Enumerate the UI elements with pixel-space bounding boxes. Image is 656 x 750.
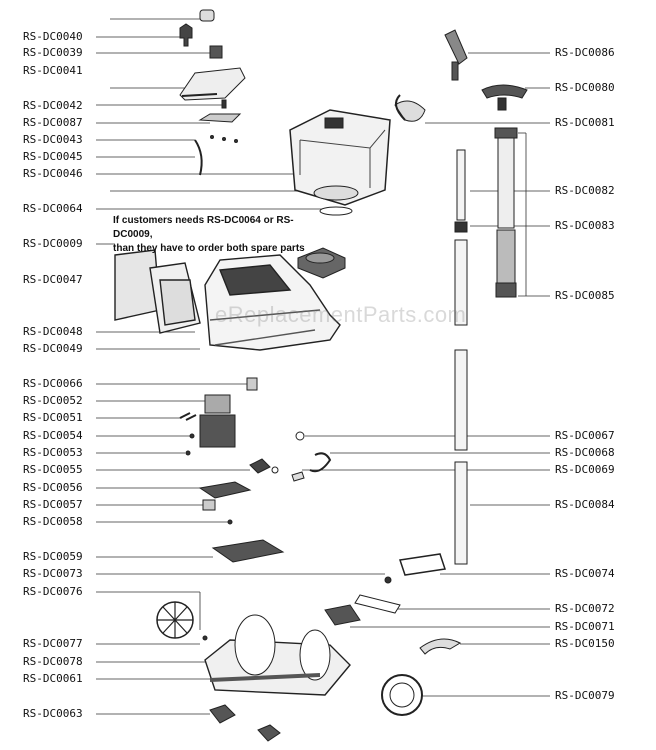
- part-label-rs-dc0085: RS-DC0085: [555, 289, 615, 302]
- part-label-rs-dc0064: RS-DC0064: [23, 202, 83, 215]
- part-label-rs-dc0061: RS-DC0061: [23, 672, 83, 685]
- part-label-rs-dc0086: RS-DC0086: [555, 46, 615, 59]
- part-label-rs-dc0076: RS-DC0076: [23, 585, 83, 598]
- top-small-parts: [179, 9, 246, 176]
- base-and-wheels: [156, 553, 462, 742]
- part-label-rs-dc0053: RS-DC0053: [23, 446, 83, 459]
- tank-cap: [297, 247, 346, 279]
- part-label-rs-dc0082: RS-DC0082: [555, 184, 615, 197]
- part-label-rs-dc0080: RS-DC0080: [555, 81, 615, 94]
- watermark-text: eReplacementParts.com: [215, 302, 467, 327]
- part-label-rs-dc0045: RS-DC0045: [23, 150, 83, 163]
- part-label-rs-dc0056: RS-DC0056: [23, 481, 83, 494]
- part-label-rs-dc0150: RS-DC0150: [555, 637, 615, 650]
- part-label-rs-dc0052: RS-DC0052: [23, 394, 83, 407]
- part-label-rs-dc0042: RS-DC0042: [23, 99, 83, 112]
- part-label-rs-dc0041: RS-DC0041: [23, 64, 83, 77]
- part-label-rs-dc0051: RS-DC0051: [23, 411, 83, 424]
- water-tank: [289, 109, 391, 216]
- part-label-rs-dc0046: RS-DC0046: [23, 167, 83, 180]
- note-line-1: If customers needs RS-DC0064 or RS-DC000…: [113, 215, 294, 240]
- part-label-rs-dc0081: RS-DC0081: [555, 116, 615, 129]
- part-label-rs-dc0009: RS-DC0009: [23, 237, 83, 250]
- flexible-hose: [494, 127, 518, 298]
- part-label-rs-dc0063: RS-DC0063: [23, 707, 83, 720]
- part-label-rs-dc0054: RS-DC0054: [23, 429, 83, 442]
- part-label-rs-dc0043: RS-DC0043: [23, 133, 83, 146]
- main-housing: [114, 249, 341, 351]
- part-label-rs-dc0074: RS-DC0074: [555, 567, 615, 580]
- part-label-rs-dc0072: RS-DC0072: [555, 602, 615, 615]
- spare-parts-note: If customers needs RS-DC0064 or RS-DC000…: [113, 214, 313, 256]
- left-leader-lines: [96, 18, 385, 715]
- part-label-rs-dc0039: RS-DC0039: [23, 46, 83, 59]
- steam-handle-assembly: [394, 29, 528, 122]
- part-label-rs-dc0049: RS-DC0049: [23, 342, 83, 355]
- part-label-rs-dc0087: RS-DC0087: [23, 116, 83, 129]
- part-label-rs-dc0067: RS-DC0067: [555, 429, 615, 442]
- part-label-rs-dc0040: RS-DC0040: [23, 30, 83, 43]
- part-label-rs-dc0059: RS-DC0059: [23, 550, 83, 563]
- note-line-2: than they have to order both spare parts: [113, 243, 305, 254]
- part-label-rs-dc0068: RS-DC0068: [555, 446, 615, 459]
- pump-valve-parts: [179, 377, 332, 563]
- part-label-rs-dc0048: RS-DC0048: [23, 325, 83, 338]
- part-label-rs-dc0084: RS-DC0084: [555, 498, 615, 511]
- part-label-rs-dc0073: RS-DC0073: [23, 567, 83, 580]
- extension-tubes: [454, 149, 468, 565]
- right-leader-lines: [302, 52, 550, 697]
- part-label-rs-dc0077: RS-DC0077: [23, 637, 83, 650]
- part-label-rs-dc0069: RS-DC0069: [555, 463, 615, 476]
- part-label-rs-dc0083: RS-DC0083: [555, 219, 615, 232]
- part-label-rs-dc0047: RS-DC0047: [23, 273, 83, 286]
- part-label-rs-dc0058: RS-DC0058: [23, 515, 83, 528]
- part-label-rs-dc0079: RS-DC0079: [555, 689, 615, 702]
- part-label-rs-dc0055: RS-DC0055: [23, 463, 83, 476]
- part-label-rs-dc0071: RS-DC0071: [555, 620, 615, 633]
- part-label-rs-dc0057: RS-DC0057: [23, 498, 83, 511]
- part-label-rs-dc0078: RS-DC0078: [23, 655, 83, 668]
- part-label-rs-dc0066: RS-DC0066: [23, 377, 83, 390]
